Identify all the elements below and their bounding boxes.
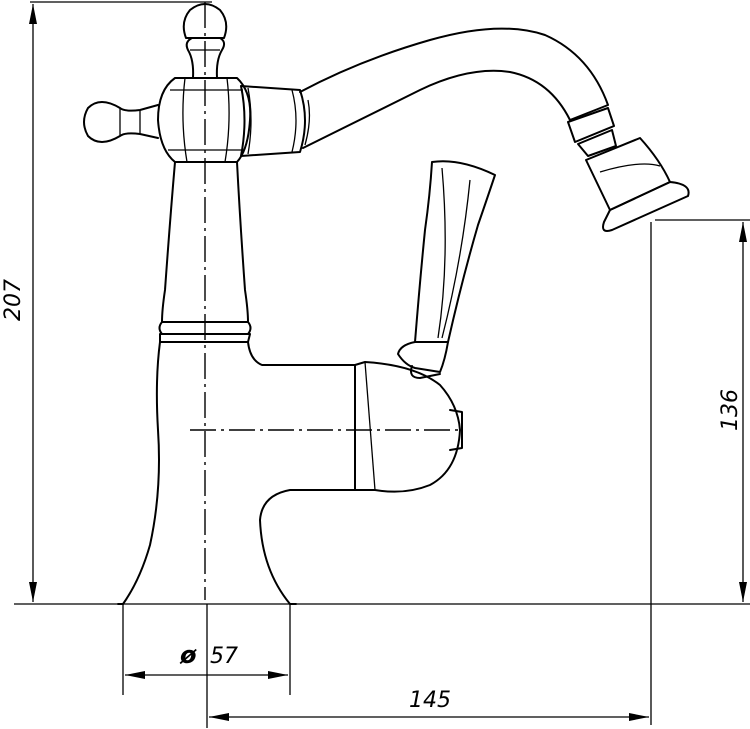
total-height-label: 207 xyxy=(1,279,26,321)
spout-height-label: 136 xyxy=(718,389,743,431)
dimension-base-diameter: ø 57 xyxy=(125,641,288,679)
spout-reach-label: 145 xyxy=(409,688,451,713)
spout-nozzle xyxy=(567,107,615,143)
faucet-body xyxy=(83,3,690,605)
dimension-spout-height: 136 xyxy=(718,222,747,602)
arrowhead-bottom xyxy=(29,582,37,602)
dimension-spout-reach: 145 xyxy=(209,688,649,721)
spout xyxy=(299,27,609,149)
arrowhead-right xyxy=(629,713,649,721)
faucet-column xyxy=(161,161,249,323)
diameter-symbol: ø xyxy=(179,641,197,669)
spout-collar xyxy=(240,85,306,157)
side-knob xyxy=(83,101,159,143)
extension-lines xyxy=(14,1,750,728)
arrowhead-top xyxy=(739,222,747,242)
lever-handle xyxy=(354,160,496,493)
arrowhead-bottom xyxy=(739,582,747,602)
base-diameter-label: 57 xyxy=(210,644,238,669)
arrowhead-left xyxy=(209,713,229,721)
faucet-base xyxy=(122,341,356,605)
center-lines xyxy=(190,2,462,600)
arrowhead-left xyxy=(125,671,145,679)
arrowhead-top xyxy=(29,4,37,24)
faucet-head xyxy=(157,77,252,163)
dimension-total-height: 207 xyxy=(1,4,37,602)
arrowhead-right xyxy=(268,671,288,679)
